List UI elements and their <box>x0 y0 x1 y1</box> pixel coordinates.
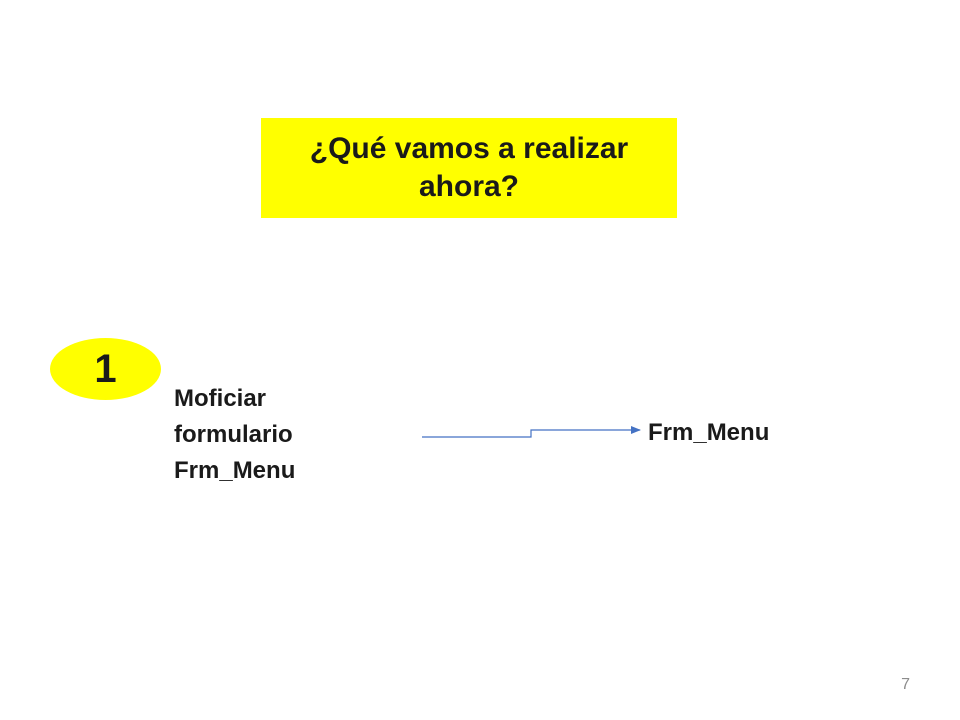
step-description-line: formulario <box>174 421 293 448</box>
target-form-label: Frm_Menu <box>648 419 770 446</box>
step-description-line: Moficiar <box>174 385 267 412</box>
step-number: 1 <box>94 346 117 391</box>
step-description-line: Frm_Menu <box>174 457 296 484</box>
title-box: ¿Qué vamos a realizar ahora? <box>261 118 677 218</box>
step-number-badge: 1 <box>50 338 161 400</box>
page-number: 7 <box>901 676 910 693</box>
step-description: Moficiar formulario Frm_Menu <box>174 381 374 489</box>
connector-line <box>422 426 641 438</box>
slide-title: ¿Qué vamos a realizar ahora? <box>309 132 629 203</box>
